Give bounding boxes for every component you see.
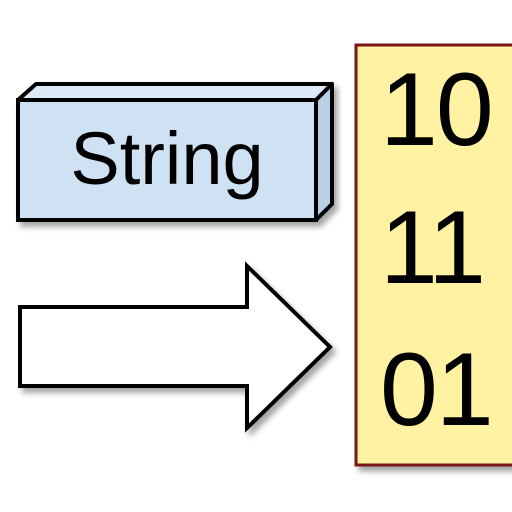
string-label: String [70, 117, 264, 200]
string-box-top-face [16, 82, 334, 102]
binary-row: 11 [380, 190, 486, 306]
string-box [16, 82, 334, 222]
string-box-side-face [314, 82, 334, 222]
binary-row: 10 [380, 52, 494, 168]
right-arrow-icon [18, 261, 333, 433]
binary-row: 01 [380, 332, 494, 448]
binary-panel [354, 43, 512, 467]
string-box-front-face [16, 98, 318, 222]
